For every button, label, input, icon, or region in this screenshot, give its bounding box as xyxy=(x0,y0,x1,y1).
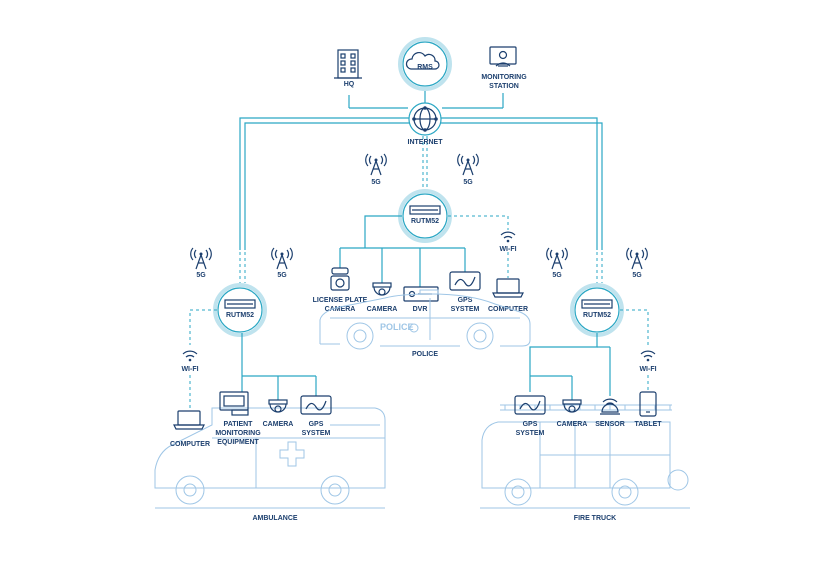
sensor-label: SENSOR xyxy=(595,421,625,428)
internet-label: INTERNET xyxy=(408,139,444,146)
police-caption: POLICE xyxy=(412,351,438,358)
police-camera-label: CAMERA xyxy=(367,306,398,313)
pme-label-2: MONITORING xyxy=(215,430,261,437)
router-icon xyxy=(224,299,256,309)
router-label: RUTM52 xyxy=(226,312,254,319)
wifi-label: WI-FI xyxy=(181,366,198,373)
license-plate-camera-icon xyxy=(330,267,350,291)
ambulance-gps-label-2: SYSTEM xyxy=(302,430,331,437)
monitoring-label-2: STATION xyxy=(489,83,519,90)
tablet-label: TABLET xyxy=(634,421,662,428)
pme-label-3: EQUIPMENT xyxy=(217,439,259,446)
monitoring-station-icon xyxy=(489,46,517,67)
hq-building-icon xyxy=(334,49,362,79)
ambulance-gps-label-1: GPS xyxy=(309,421,324,428)
cloud-icon xyxy=(405,51,440,70)
firetruck-section: RUTM52 WI-FI xyxy=(480,283,690,522)
ambulance-section: RUTM52 WI-FI xyxy=(154,283,386,522)
lpr-label-2: CAMERA xyxy=(325,306,356,313)
internet-globe-icon xyxy=(408,102,442,136)
gps-system-icon xyxy=(449,271,481,291)
wifi-label: WI-FI xyxy=(639,366,656,373)
tower-5g-label: 5G xyxy=(552,272,562,279)
camera-icon xyxy=(268,399,288,413)
tablet-icon xyxy=(639,391,657,417)
gps-system-icon xyxy=(300,395,332,415)
tower-5g-label: 5G xyxy=(371,179,381,186)
hq-label: HQ xyxy=(344,81,355,88)
police-gps-label-2: SYSTEM xyxy=(451,306,480,313)
police-gps-label-1: GPS xyxy=(458,297,473,304)
wifi-icon xyxy=(182,350,198,362)
rms-node xyxy=(398,37,452,91)
tower-5g-label: 5G xyxy=(196,272,206,279)
police-car-illustration xyxy=(319,289,531,350)
tower-group: 5G 5G 5G 5G 5G 5G xyxy=(190,153,648,279)
lpr-label-1: LICENSE PLATE xyxy=(313,297,368,304)
firetruck-gps-label-1: GPS xyxy=(523,421,538,428)
police-section: RUTM52 WI-FI LICENSE PLATE CAMERA CAMER xyxy=(313,189,531,358)
tower-5g-icon xyxy=(457,153,479,176)
router-icon xyxy=(409,205,441,215)
police-car-text: POLICE xyxy=(380,322,414,332)
pme-label-1: PATIENT xyxy=(224,421,254,428)
patient-monitoring-equipment-icon xyxy=(219,391,249,416)
gps-system-icon xyxy=(514,395,546,415)
tower-5g-label: 5G xyxy=(277,272,287,279)
router-icon xyxy=(581,299,613,309)
ambulance-illustration xyxy=(154,407,386,509)
router-label: RUTM52 xyxy=(411,218,439,225)
dvr-label: DVR xyxy=(413,306,428,313)
camera-icon xyxy=(562,399,582,413)
firetruck-gps-label-2: SYSTEM xyxy=(516,430,545,437)
monitoring-label-1: MONITORING xyxy=(481,74,527,81)
ambulance-camera-label: CAMERA xyxy=(263,421,294,428)
computer-icon xyxy=(173,410,205,430)
ambulance-computer-label: COMPUTER xyxy=(170,441,210,448)
top-links xyxy=(239,88,603,283)
wifi-icon xyxy=(500,231,516,243)
tower-5g-icon xyxy=(271,247,293,270)
sensor-icon xyxy=(600,398,620,415)
ambulance-caption: AMBULANCE xyxy=(252,515,297,522)
rms-label: RMS xyxy=(417,64,433,71)
tower-5g-icon xyxy=(626,247,648,270)
tower-5g-icon xyxy=(365,153,387,176)
tower-5g-label: 5G xyxy=(463,179,473,186)
wifi-icon xyxy=(640,350,656,362)
tower-5g-label: 5G xyxy=(632,272,642,279)
wifi-label: WI-FI xyxy=(499,246,516,253)
tower-5g-icon xyxy=(190,247,212,270)
tower-5g-icon xyxy=(546,247,568,270)
firetruck-caption: FIRE TRUCK xyxy=(574,515,616,522)
camera-icon xyxy=(372,282,392,296)
computer-icon xyxy=(492,278,524,298)
firetruck-camera-label: CAMERA xyxy=(557,421,588,428)
police-computer-label: COMPUTER xyxy=(488,306,528,313)
router-label: RUTM52 xyxy=(583,312,611,319)
